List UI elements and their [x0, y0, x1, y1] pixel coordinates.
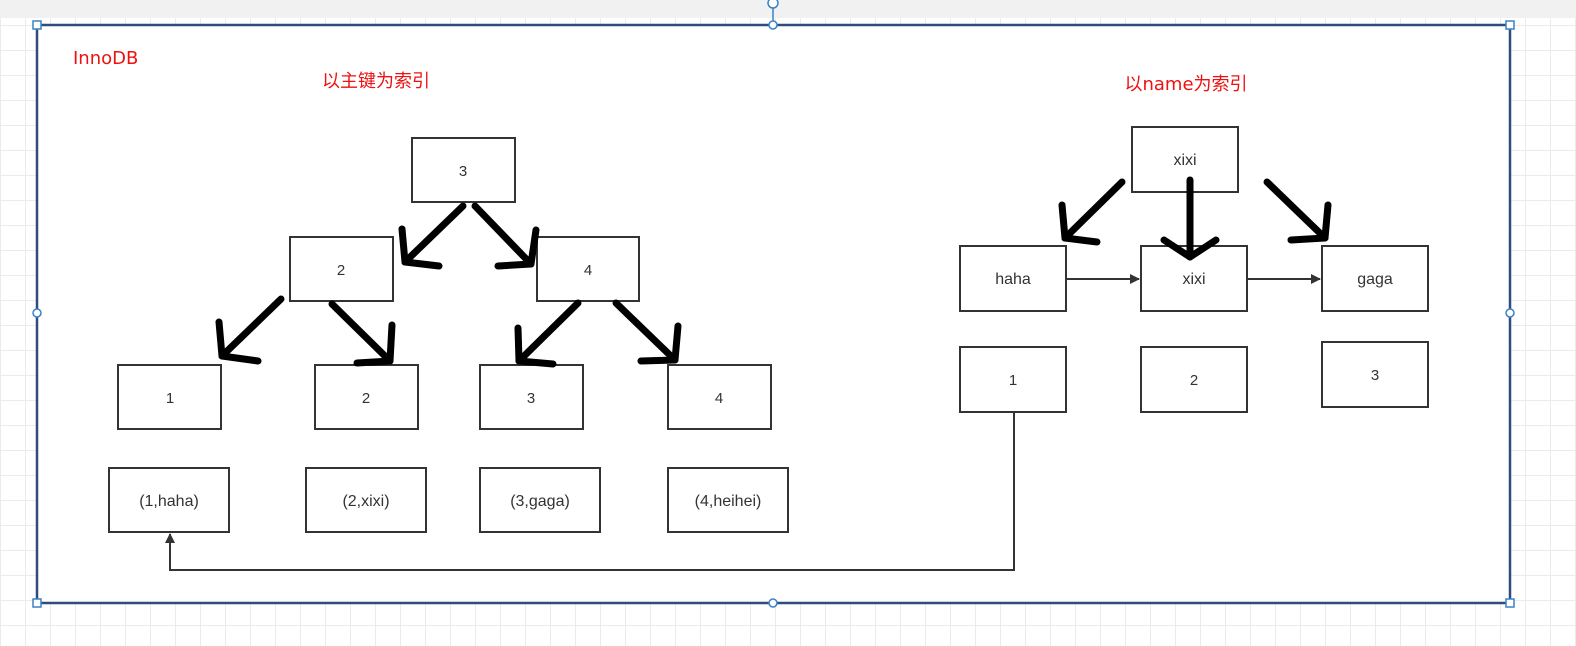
resize-handle-bottom[interactable]: [768, 598, 778, 608]
name-tree-pointer-3[interactable]: 3: [1321, 341, 1429, 408]
node-label: 2: [337, 262, 345, 279]
primary-tree-leaf-1[interactable]: 1: [117, 364, 222, 430]
hand-arrow-4-to-3[interactable]: [514, 299, 582, 368]
primary-tree-node-2[interactable]: 2: [289, 236, 394, 302]
name-tree-pointer-2[interactable]: 2: [1140, 346, 1248, 413]
innodb-label[interactable]: InnoDB: [73, 48, 138, 69]
hand-arrow-root-to-4[interactable]: [471, 202, 540, 270]
hand-arrow-xixi-to-gaga[interactable]: [1263, 178, 1332, 244]
primary-index-title[interactable]: 以主键为索引: [322, 71, 430, 92]
hand-arrow-2-to-1[interactable]: [215, 295, 285, 365]
resize-handle-top-left[interactable]: [32, 20, 42, 30]
name-tree-node-haha[interactable]: haha: [959, 245, 1067, 312]
node-label: 4: [715, 390, 723, 407]
name-tree-node-gaga[interactable]: gaga: [1321, 245, 1429, 312]
primary-tree-leaf-4[interactable]: 4: [667, 364, 772, 430]
node-label: haha: [995, 271, 1031, 288]
row-data-4[interactable]: (4,heihei): [667, 467, 789, 533]
hand-arrow-root-to-2[interactable]: [398, 202, 467, 270]
row-data-3[interactable]: (3,gaga): [479, 467, 601, 533]
node-label: 1: [166, 390, 174, 407]
resize-handle-left[interactable]: [32, 308, 42, 318]
node-label: 3: [459, 163, 467, 180]
node-label: 1: [1009, 372, 1017, 389]
name-tree-root-node[interactable]: xixi: [1131, 126, 1239, 193]
node-label: gaga: [1357, 271, 1393, 288]
resize-handle-top-right[interactable]: [1505, 20, 1515, 30]
row-label: (2,xixi): [342, 493, 389, 510]
hand-arrow-4-to-4[interactable]: [612, 299, 682, 365]
hand-arrow-xixi-to-xixi[interactable]: [1160, 176, 1220, 261]
row-label: (3,gaga): [510, 493, 570, 510]
name-index-title[interactable]: 以name为索引: [1124, 74, 1247, 95]
node-label: 3: [527, 390, 535, 407]
row-data-1[interactable]: (1,haha): [108, 467, 230, 533]
connector-pointer-to-row[interactable]: [165, 412, 1015, 571]
node-label: 4: [584, 262, 592, 279]
node-label: 2: [362, 390, 370, 407]
primary-tree-leaf-3[interactable]: 3: [479, 364, 584, 430]
node-label: xixi: [1173, 152, 1196, 169]
node-label: xixi: [1182, 271, 1205, 288]
resize-handle-bottom-left[interactable]: [32, 598, 42, 608]
name-tree-pointer-1[interactable]: 1: [959, 346, 1067, 413]
hand-arrow-xixi-to-haha[interactable]: [1058, 178, 1126, 246]
row-data-2[interactable]: (2,xixi): [305, 467, 427, 533]
canvas-top-band: [0, 0, 1576, 18]
hand-arrow-2-to-2[interactable]: [328, 300, 396, 367]
rotate-handle[interactable]: [767, 0, 779, 9]
row-label: (1,haha): [139, 493, 199, 510]
resize-handle-top[interactable]: [768, 20, 778, 30]
resize-handle-bottom-right[interactable]: [1505, 598, 1515, 608]
primary-tree-leaf-2[interactable]: 2: [314, 364, 419, 430]
resize-handle-right[interactable]: [1505, 308, 1515, 318]
row-label: (4,heihei): [695, 493, 762, 510]
primary-tree-node-4[interactable]: 4: [536, 236, 640, 302]
primary-tree-root-node[interactable]: 3: [411, 137, 516, 203]
node-label: 3: [1371, 367, 1379, 384]
node-label: 2: [1190, 372, 1198, 389]
